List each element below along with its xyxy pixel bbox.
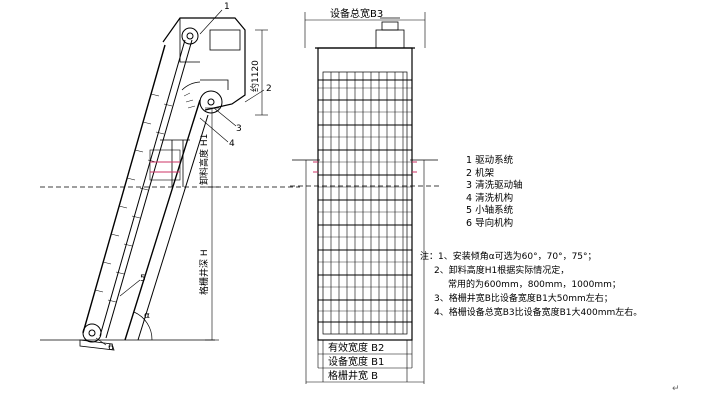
dim-h1-label: 卸料高度 H1 — [198, 134, 210, 185]
callout-3: 3 — [236, 124, 242, 134]
note-line: 3、格栅井宽B比设备宽度B1大50mm左右； — [434, 294, 613, 304]
legend-item: 3 清洗驱动轴 — [466, 180, 523, 191]
note-line: 注：1、安装倾角α可选为60°，70°，75°； — [420, 252, 597, 262]
dim-b3-label: 设备总宽B3 — [330, 7, 383, 20]
note-line: 2、卸料高度H1根据实际情况定， — [434, 266, 570, 276]
legend-item: 2 机架 — [466, 167, 495, 179]
component-legend: 1 驱动系统 2 机架 3 清洗驱动轴 4 清洗机构 5 小轴系统 6 导向机构 — [466, 155, 523, 230]
callout-5: 5 — [140, 274, 146, 284]
dim-b-label: 格栅井宽 B — [328, 369, 378, 382]
side-view — [40, 9, 300, 351]
front-view — [290, 12, 440, 384]
angle-label: α — [144, 311, 150, 321]
callout-4: 4 — [229, 139, 235, 149]
return-mark: ↵ — [672, 384, 680, 394]
dim-h-label: 格栅井深 H — [198, 249, 210, 295]
legend-item: 5 小轴系统 — [466, 205, 514, 216]
callout-2: 2 — [266, 84, 272, 94]
dim-b1-label: 设备宽度 B1 — [328, 355, 384, 368]
note-line: 常用的为600mm，800mm，1000mm； — [448, 280, 621, 290]
legend-item: 4 清洗机构 — [466, 192, 514, 204]
legend-item: 6 导向机构 — [466, 217, 514, 229]
callout-1: 1 — [224, 2, 230, 12]
dim-b2-label: 有效宽度 B2 — [328, 341, 384, 354]
note-line: 4、格栅设备总宽B3比设备宽度B1大400mm左右。 — [434, 308, 643, 318]
callout-6: 6 — [108, 343, 114, 353]
notes-block: 注：1、安装倾角α可选为60°，70°，75°； 2、卸料高度H1根据实际情况定… — [420, 250, 642, 320]
dim-1120-label: 约1120 — [249, 60, 261, 92]
legend-item: 1 驱动系统 — [466, 155, 514, 166]
